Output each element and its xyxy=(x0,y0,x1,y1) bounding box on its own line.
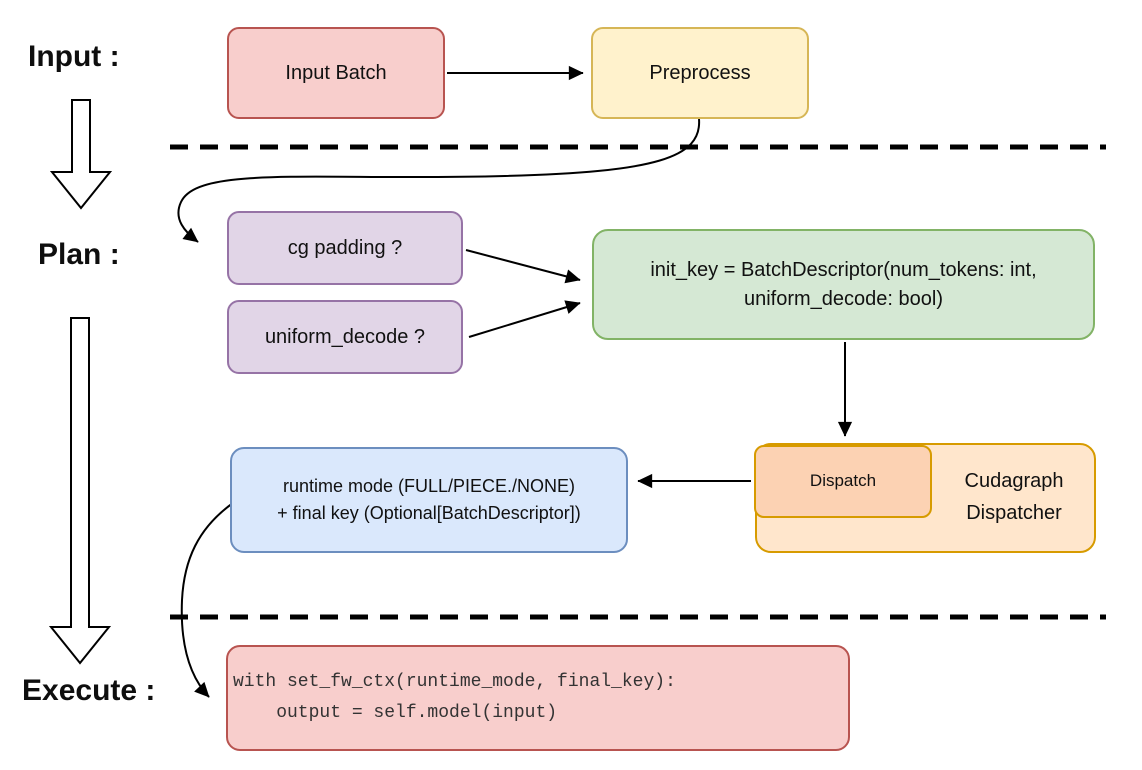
section-label-execute: Execute : xyxy=(22,674,156,707)
cudagraph-label-line2: Dispatcher xyxy=(966,502,1062,524)
node-preprocess: Preprocess xyxy=(591,27,809,119)
section-label-input: Input : xyxy=(28,40,120,73)
cudagraph-label-line1: Cudagraph xyxy=(964,470,1064,492)
node-uniform-decode: uniform_decode ? xyxy=(227,300,463,374)
node-dispatch-label: Dispatch xyxy=(809,471,877,491)
node-cg-padding-label: cg padding ? xyxy=(287,236,403,259)
node-init-key: init_key = BatchDescriptor(num_tokens: i… xyxy=(592,229,1095,340)
node-cudagraph-dispatcher-label: Cudagraph Dispatcher xyxy=(934,465,1094,529)
hollow-arrow-plan-to-execute xyxy=(48,317,112,665)
node-runtime-mode-line1: runtime mode (FULL/PIECE./NONE) xyxy=(282,476,576,496)
node-runtime-mode: runtime mode (FULL/PIECE./NONE) + final … xyxy=(230,447,628,553)
node-init-key-line2: uniform_decode: bool) xyxy=(743,287,943,310)
node-dispatch: Dispatch xyxy=(754,445,932,518)
execute-code-line1: with set_fw_ctx(runtime_mode, final_key)… xyxy=(233,671,676,692)
section-label-plan: Plan : xyxy=(38,238,120,271)
execute-code-line2: output = self.model(input) xyxy=(233,703,558,723)
hollow-arrow-input-to-plan xyxy=(49,99,113,210)
node-runtime-mode-line2: + final key (Optional[BatchDescriptor]) xyxy=(277,503,581,523)
node-init-key-line1: init_key = BatchDescriptor(num_tokens: i… xyxy=(650,258,1037,281)
node-input-batch-label: Input Batch xyxy=(285,61,387,84)
node-execute-code: with set_fw_ctx(runtime_mode, final_key)… xyxy=(226,645,850,751)
node-cg-padding: cg padding ? xyxy=(227,211,463,285)
connector-uniformdecode-to-initkey xyxy=(468,300,581,338)
node-uniform-decode-label: uniform_decode ? xyxy=(264,325,426,348)
node-preprocess-label: Preprocess xyxy=(649,61,751,84)
node-input-batch: Input Batch xyxy=(227,27,445,119)
connector-cgpadding-to-initkey xyxy=(465,249,581,284)
